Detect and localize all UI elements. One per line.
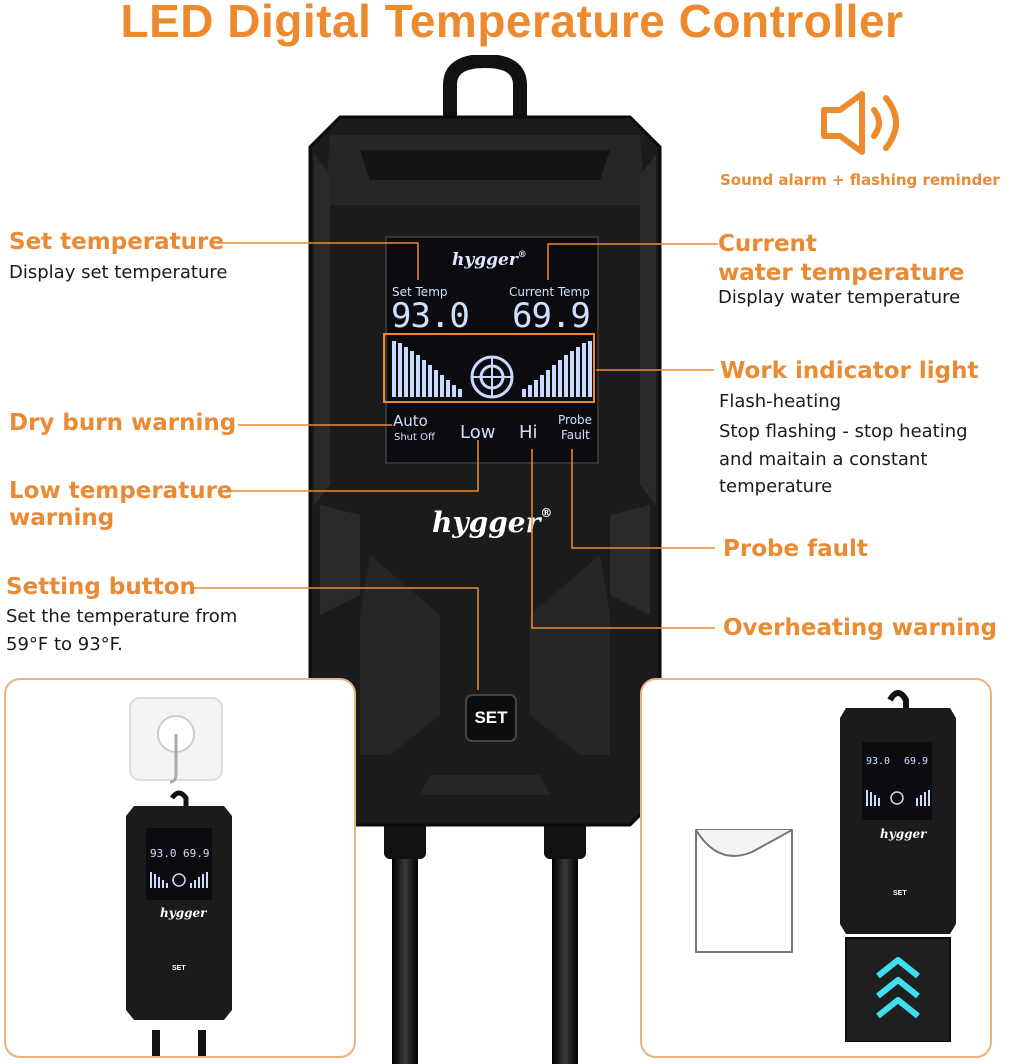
mini-left-current-temp: 69.9	[183, 847, 210, 860]
work-light-desc-3: and maitain a constant	[719, 449, 928, 470]
current-temp-desc: Display water temperature	[718, 287, 961, 308]
indicator-highlight-box	[383, 333, 595, 403]
set-button-body	[465, 694, 517, 742]
mini-right-current-temp: 69.9	[904, 756, 929, 767]
work-light-desc-4: temperature	[719, 476, 833, 497]
work-light-label: Work indicator light	[720, 358, 979, 384]
auto-label: Auto	[393, 412, 428, 430]
brand-logo-body: hygger®	[432, 506, 553, 539]
work-light-desc-1: Flash-heating	[719, 391, 842, 412]
mini-right-brand: hygger	[880, 827, 927, 841]
low-temp-label-1: Low temperature	[9, 478, 233, 504]
set-temperature-desc: Display set temperature	[9, 262, 228, 283]
inset-panel-mount: 93.0 69.9 hygger SET	[640, 678, 992, 1058]
set-button[interactable]: SET	[474, 708, 508, 727]
alarm-note: Sound alarm + flashing reminder	[720, 171, 1000, 189]
mini-controller-right	[840, 690, 956, 1042]
inset-panel-hook: 93.0 69.9 hygger SET	[4, 678, 356, 1058]
dry-burn-label: Dry burn warning	[9, 410, 237, 436]
mini-left-brand: hygger	[160, 906, 207, 920]
fault-label: Fault	[561, 428, 590, 442]
low-label: Low	[460, 422, 496, 443]
current-temp-value: 69.9	[512, 296, 591, 336]
work-indicator-light-icon	[470, 355, 514, 399]
page-title: LED Digital Temperature Controller	[120, 0, 904, 47]
mini-right-set: SET	[893, 890, 907, 897]
mini-controller-left	[126, 790, 232, 1056]
wall-hook-illustration	[129, 697, 223, 784]
current-temp-label-2: water temperature	[718, 260, 965, 286]
setting-button-desc-1: Set the temperature from	[6, 606, 238, 627]
shut-off-label: Shut Off	[394, 432, 435, 443]
probe-label: Probe	[558, 413, 593, 427]
set-temp-value: 93.0	[391, 296, 470, 336]
set-temperature-label: Set temperature	[9, 229, 224, 255]
work-light-desc-2: Stop flashing - stop heating	[719, 421, 968, 442]
current-temp-label-1: Current	[718, 231, 817, 257]
cyan-arrows	[876, 957, 920, 1019]
current-temp-label: Current Temp	[509, 285, 590, 299]
mini-left-set-temp: 93.0	[150, 847, 177, 860]
overheating-label: Overheating warning	[723, 615, 997, 641]
hanging-loop	[443, 55, 527, 125]
brand-logo-lcd: hygger®	[452, 250, 527, 270]
setting-button-desc-2: 59°F to 93°F.	[6, 634, 123, 655]
speaker-icon	[821, 91, 899, 155]
mini-left-set: SET	[172, 965, 186, 972]
device-illustration	[308, 55, 662, 1064]
adhesive-sticker-icon	[695, 829, 793, 953]
low-temp-label-2: warning	[9, 505, 115, 531]
setting-button-label: Setting button	[6, 574, 196, 600]
hi-label: Hi	[519, 422, 538, 443]
mini-right-set-temp: 93.0	[866, 756, 891, 767]
set-temp-label: Set Temp	[392, 285, 448, 299]
probe-fault-label: Probe fault	[723, 536, 868, 562]
